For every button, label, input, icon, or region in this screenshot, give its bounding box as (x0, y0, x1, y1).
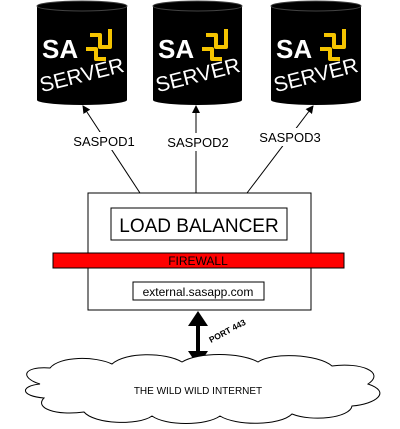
sas-server-2: SA SERVER (152, 0, 243, 105)
cloud-icon (25, 354, 381, 424)
internet-label: THE WILD WILD INTERNET (134, 386, 262, 397)
link-arrow-saspod3 (246, 105, 314, 194)
hostname-label: external.sasapp.com (143, 285, 254, 299)
server-brand-label: SA (158, 34, 194, 64)
sas-logo-icon (320, 29, 346, 61)
sas-server-3: SA SERVER (270, 0, 362, 105)
saspod2-label: SASPOD2 (167, 135, 228, 150)
sas-logo-icon (86, 29, 112, 61)
server-brand-label: SA (276, 34, 312, 64)
label-backing (162, 133, 234, 151)
load-balancer-box (110, 207, 288, 241)
saspod1-label: SASPOD1 (73, 134, 134, 149)
firewall-label: FIREWALL (168, 254, 228, 268)
hostname-box (132, 281, 265, 301)
sas-server-cylinder-icon (36, 0, 128, 105)
sas-server-cylinder-icon (152, 0, 243, 105)
server-brand-label: SA (42, 34, 78, 64)
sas-logo-icon (202, 29, 228, 61)
port-label: PORT 443 (207, 317, 247, 345)
saspod3-label: SASPOD3 (259, 130, 320, 145)
label-backing (70, 132, 140, 150)
firewall-bar (52, 252, 345, 269)
sas-server-cylinder-icon (270, 0, 362, 105)
sas-server-1: SA SERVER (36, 0, 128, 105)
label-backing (254, 128, 326, 146)
load-balancer-label: LOAD BALANCER (119, 216, 278, 237)
